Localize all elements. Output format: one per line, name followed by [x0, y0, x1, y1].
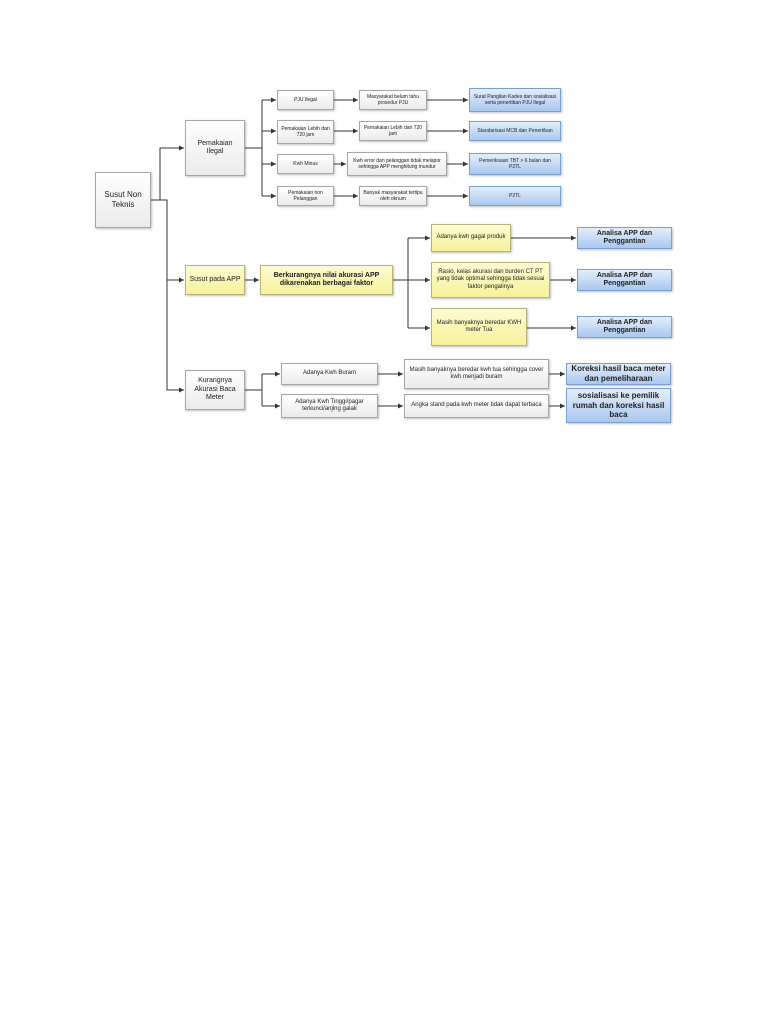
cause-node: Adanya Kwh Buram: [281, 363, 378, 385]
cause-node: Pemakaian Lebih dari 720 jam: [277, 120, 334, 144]
effect-node: Angka stand pada kwh meter tidak dapat t…: [404, 394, 549, 418]
action-node: Analisa APP dan Penggantian: [577, 316, 672, 338]
middle-node: Berkurangnya nilai akurasi APP dikarenak…: [260, 265, 393, 295]
branch-susut-pada-app: Susut pada APP: [185, 265, 245, 295]
action-node: Analisa APP dan Penggantian: [577, 227, 672, 249]
cause-node: Adanya kwh gagal produk: [431, 224, 511, 252]
action-node: Standarisasi MCB dan Penertiban: [469, 121, 561, 141]
action-node: P2TL: [469, 186, 561, 206]
cause-node: Pemakaian non Pelanggan: [277, 186, 334, 206]
effect-node: Kwh error dan pelanggan tidak melapor se…: [347, 152, 447, 176]
action-node: Surat Pangilan Kades dan sosialisasi ser…: [469, 88, 561, 112]
cause-node: Adanya Kwh Tinggi/pagar terkunci/anjing …: [281, 394, 378, 418]
cause-node: Masih banyaknya beredar KWH meter Tua: [431, 308, 527, 346]
cause-node: PJU Ilegal: [277, 90, 334, 110]
action-node: sosialisasi ke pemilik rumah dan koreksi…: [566, 388, 671, 423]
root-node: Susut Non Teknis: [95, 172, 151, 228]
cause-node: Rasio, kelas akurasi dan burden CT PT ya…: [431, 262, 550, 298]
branch-pemakaian-ilegal: Pemakaian Ilegal: [185, 120, 245, 176]
effect-node: Masih banyaknya beredar kwh tua sehingga…: [404, 359, 549, 389]
branch-kurangnya-akurasi-baca-meter: Kurangnya Akurasi Baca Meter: [185, 370, 245, 410]
effect-node: Masyarakat belum tahu prosedur PJU: [359, 90, 427, 110]
action-node: Analisa APP dan Penggantian: [577, 269, 672, 291]
cause-node: Kwh Minus: [277, 154, 334, 174]
effect-node: Pemakaian Lebih dari 720 jam: [359, 121, 427, 141]
action-node: Koreksi hasil baca meter dan pemeliharaa…: [566, 363, 671, 385]
effect-node: Banyak masyarakat tertipu oleh oknum: [359, 186, 427, 206]
action-node: Pemeriksaan TBT > 6 bulan dan P2TL: [469, 153, 561, 175]
